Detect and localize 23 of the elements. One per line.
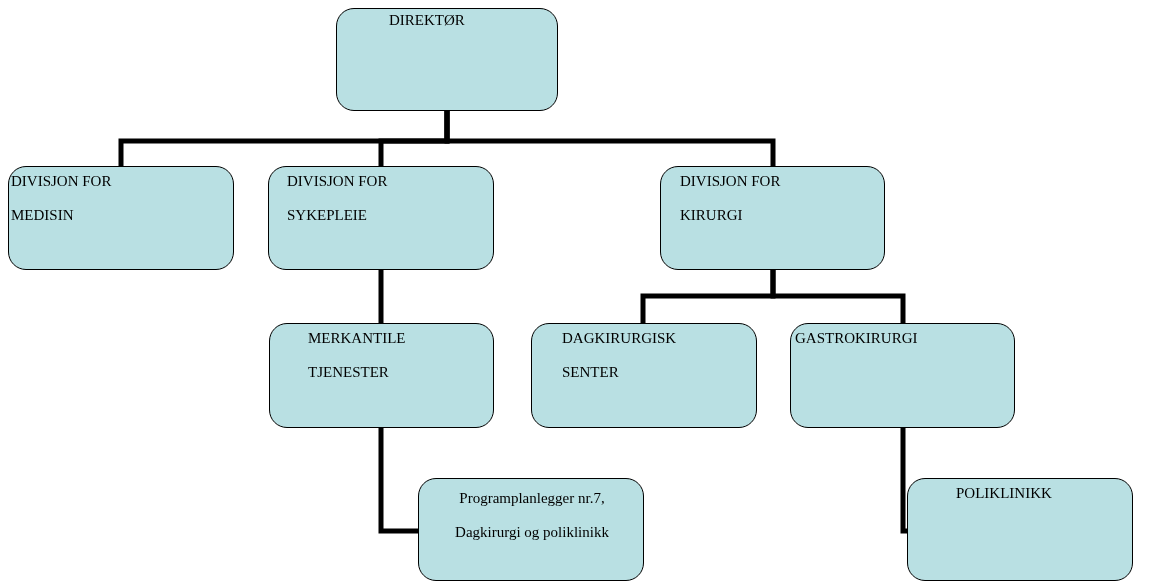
org-box	[269, 323, 494, 428]
connector-line	[378, 270, 384, 323]
connector-line	[770, 270, 906, 323]
org-box	[336, 8, 558, 111]
org-box	[418, 478, 644, 581]
box-label: DIVISJON FOR KIRURGI	[680, 172, 782, 225]
box-label: DIREKTØR	[389, 11, 466, 30]
box-label: POLIKLINIKK	[956, 484, 1053, 503]
box-label: GASTROKIRURGI	[795, 329, 919, 348]
org-box	[268, 166, 494, 270]
org-box	[660, 166, 885, 270]
org-box	[790, 323, 1015, 428]
box-label: DIVISJON FOR MEDISIN	[11, 172, 113, 225]
org-box	[531, 323, 757, 428]
org-box	[8, 166, 234, 270]
box-label: DAGKIRURGISK SENTER	[562, 329, 678, 382]
connector-line	[444, 111, 776, 166]
box-label: Programplanlegger nr.7, Dagkirurgi og poliklinikk	[454, 489, 610, 542]
connector-line	[378, 428, 418, 534]
org-box	[907, 478, 1133, 581]
box-label: DIVISJON FOR SYKEPLEIE	[287, 172, 389, 225]
connector-line	[900, 428, 907, 534]
box-label: MERKANTILE TJENESTER	[308, 329, 407, 382]
